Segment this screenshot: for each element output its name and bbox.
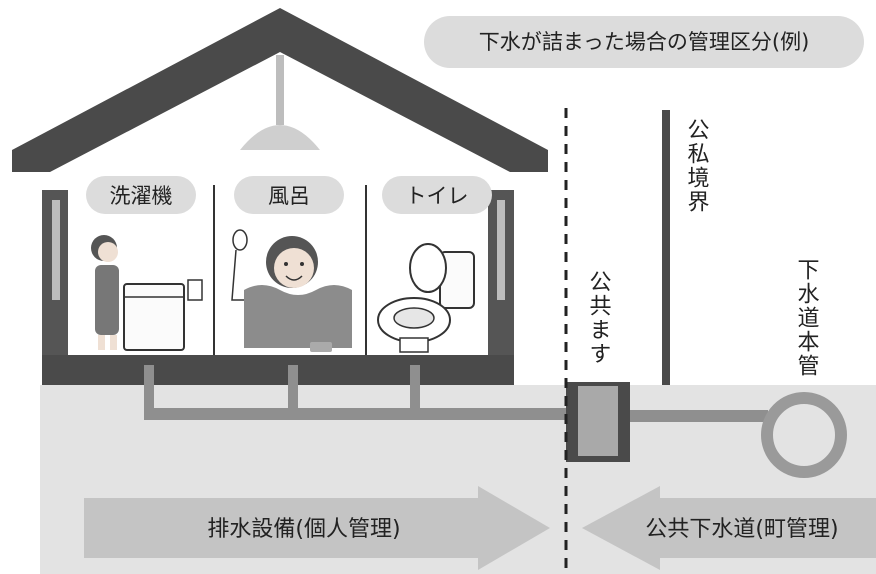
house-floor	[42, 355, 514, 385]
boundary-marker	[662, 110, 670, 385]
washing-machine-icon	[123, 279, 203, 351]
private-arrow-label: 排水設備(個人管理)	[207, 517, 400, 542]
ceiling-lamp-icon	[240, 55, 320, 150]
toilet-icon	[377, 243, 475, 353]
private-arrow: 排水設備(個人管理)	[84, 486, 550, 570]
drain-pipes	[144, 365, 768, 422]
svg-text:洗濯機: 洗濯機	[110, 184, 173, 208]
bathtub-icon	[244, 285, 352, 352]
room-label-washer: 洗濯機	[86, 176, 196, 214]
diagram-title: 下水が詰まった場合の管理区分(例)	[479, 30, 810, 54]
public-arrow-label: 公共下水道(町管理)	[645, 517, 838, 542]
public-basin-icon	[566, 382, 630, 462]
svg-text:トイレ: トイレ	[406, 184, 469, 208]
room-label-bath: 風呂	[234, 176, 344, 214]
label-public-basin: 公共ます	[586, 270, 611, 366]
woman-icon	[91, 235, 119, 350]
room-label-toilet: トイレ	[382, 176, 492, 214]
title-bubble: 下水が詰まった場合の管理区分(例)	[424, 16, 864, 68]
label-main-sewer: 下水道本管	[794, 258, 820, 378]
public-arrow: 公共下水道(町管理)	[582, 486, 876, 570]
house-left-column	[52, 200, 60, 300]
main-sewer-pipe-icon	[761, 392, 847, 478]
svg-text:風呂: 風呂	[268, 184, 310, 208]
house-right-column	[497, 200, 505, 300]
label-public-private-boundary: 公私境界	[684, 118, 710, 214]
person-in-bath-icon	[266, 236, 318, 288]
shower-icon	[231, 229, 248, 301]
house-roof	[12, 8, 548, 172]
